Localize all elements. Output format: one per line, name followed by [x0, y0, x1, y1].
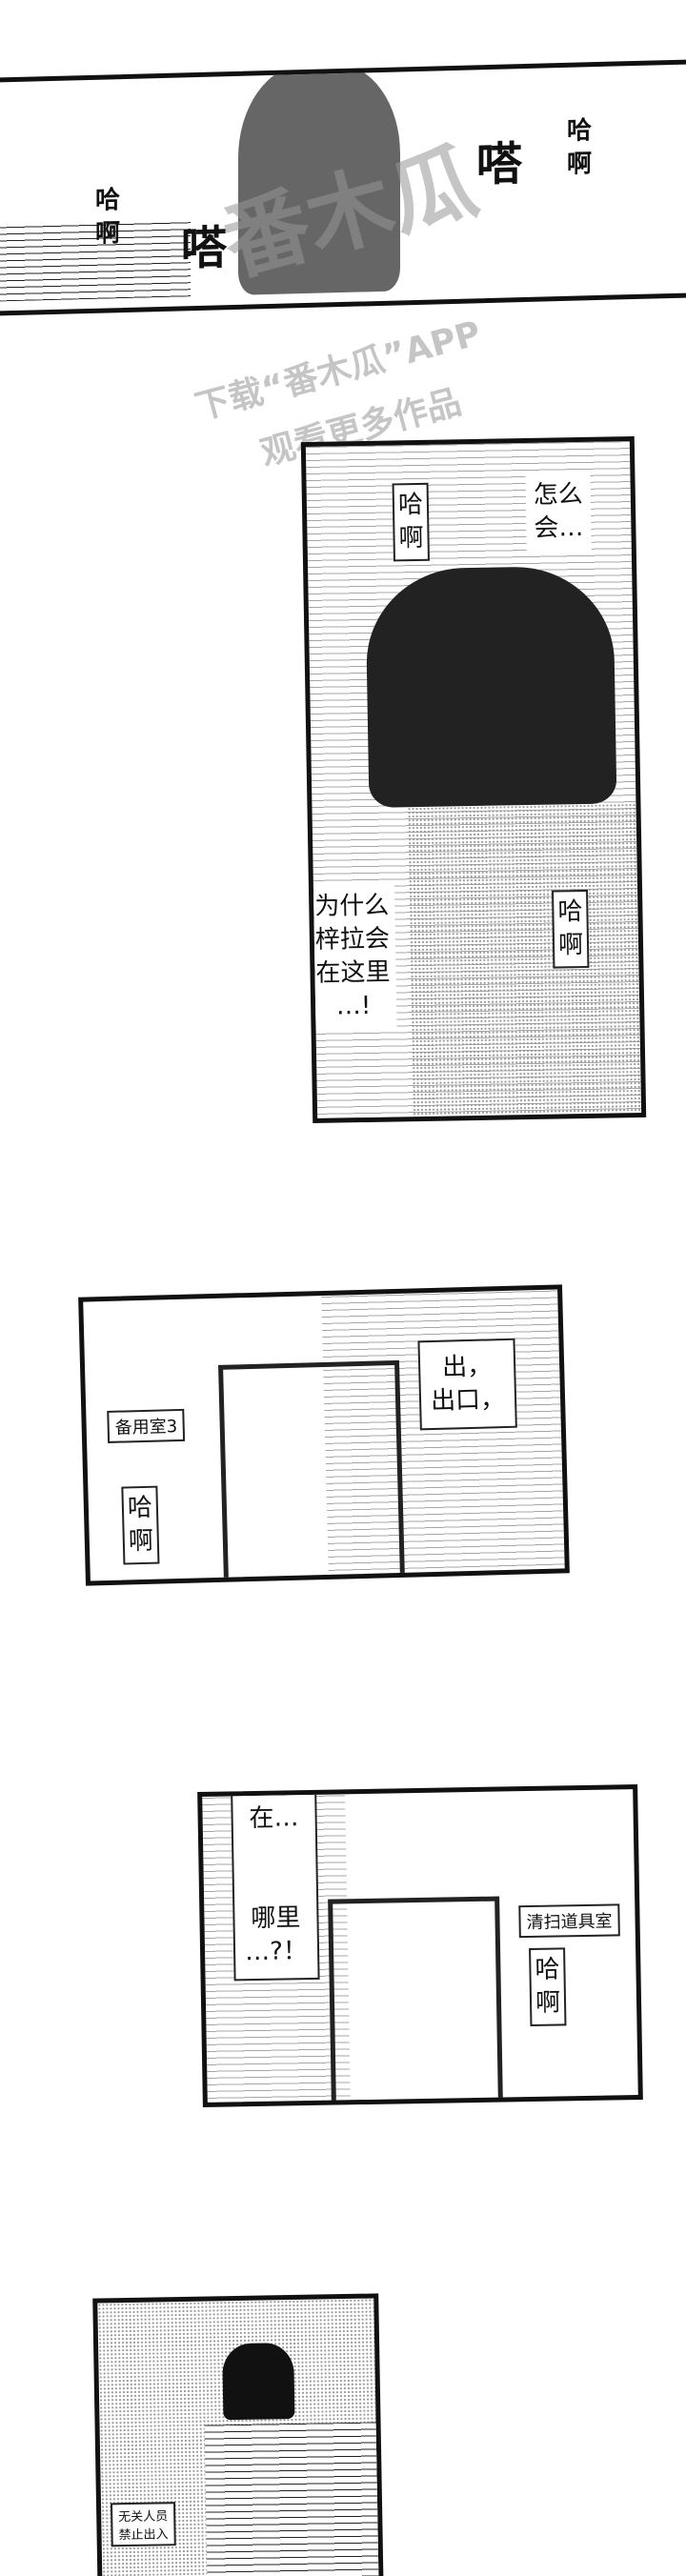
breath: 哈 啊 [121, 1485, 160, 1565]
breath-sfx-right: 哈 啊 [567, 116, 593, 179]
speech: 出， 出口， [417, 1338, 517, 1431]
speech: 在… 哪里 …?！ [231, 1789, 320, 1982]
door [328, 1896, 504, 2108]
footstep-sfx-right: 嗒 [476, 137, 523, 192]
speech-bottom: 为什么 梓拉会 在这里 …! [308, 883, 397, 1031]
breath: 哈 啊 [529, 1947, 567, 2027]
room-sign: 清扫道具室 [518, 1903, 620, 1939]
boy-figure [365, 565, 617, 808]
breath-sfx-left: 哈 啊 [95, 186, 121, 249]
breath-top: 哈 啊 [392, 482, 431, 562]
restricted-sign: 无关人员 禁止出入 [110, 2502, 176, 2547]
speech-top: 怎么 会… [525, 470, 592, 554]
panel-shocked-boy: 哈 啊 怎么 会… 为什么 梓拉会 在这里 …! 哈 啊 [300, 436, 647, 1123]
room-sign: 备用室3 [107, 1408, 186, 1443]
boy-hair [222, 2342, 295, 2421]
panel-boy-from-behind: 无关人员 禁止出入 [92, 2293, 384, 2576]
panel-spare-room-door: 备用室3 出， 出口， 哈 啊 [78, 1284, 570, 1586]
door [218, 1359, 406, 1586]
breath-bottom: 哈 啊 [552, 889, 590, 969]
boy-shirt [204, 2422, 384, 2576]
shirt-tone [407, 802, 647, 1122]
panel-cleaning-room-door: 在… 哪里 …?！ 清扫道具室 哈 啊 [197, 1783, 643, 2108]
